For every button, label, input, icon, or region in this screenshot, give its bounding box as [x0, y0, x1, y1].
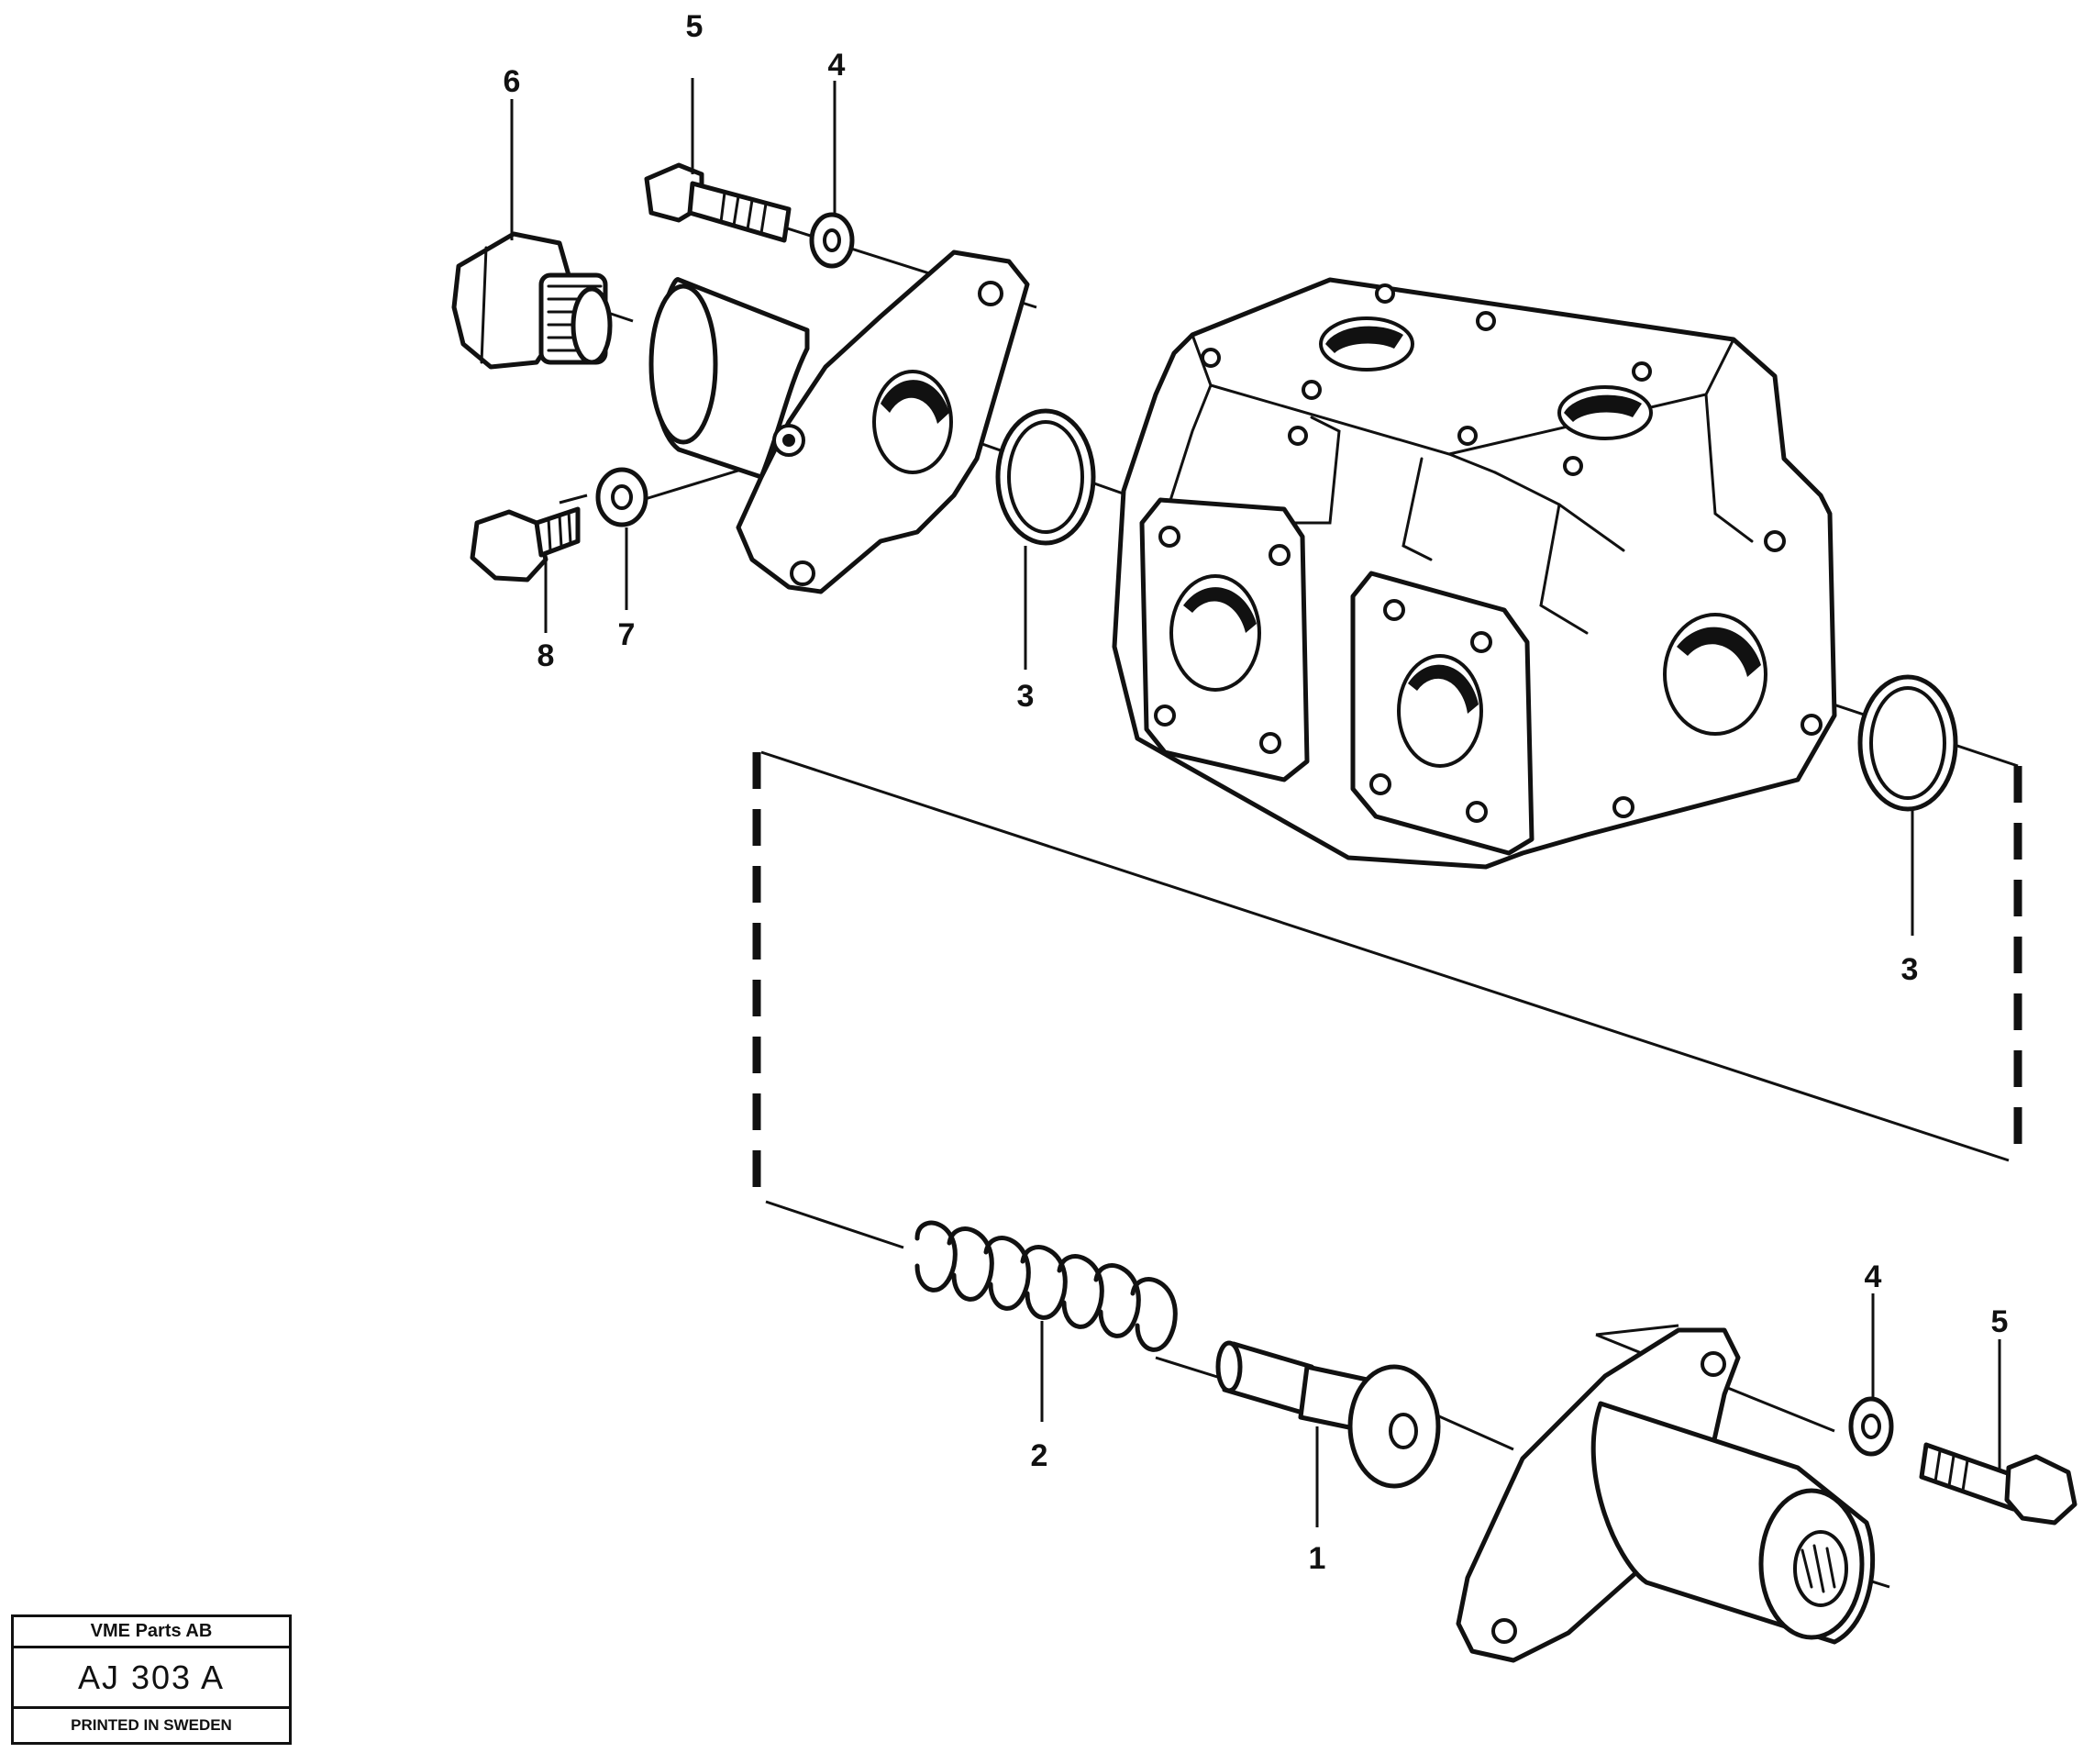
- plug-6: [451, 231, 613, 370]
- callout-4-lower: 4: [1865, 1259, 1882, 1294]
- dashed-assembly-outline: [752, 752, 2022, 1197]
- washer-7: [595, 467, 648, 527]
- piston-1: [1215, 1340, 1441, 1489]
- bolt-8: [470, 506, 581, 582]
- bolt-5-lower: [1919, 1442, 2077, 1525]
- callout-4-upper: 4: [828, 48, 846, 83]
- title-block: VME Parts AB AJ 303 A PRINTED IN SWEDEN: [11, 1614, 292, 1745]
- o-ring-3-upper: [995, 408, 1096, 546]
- drawing-code: AJ 303 A: [14, 1648, 289, 1709]
- callout-2: 2: [1031, 1438, 1048, 1473]
- washer-4-upper: [809, 212, 855, 269]
- lower-valve-cover: [1456, 1327, 1876, 1663]
- callout-6: 6: [504, 64, 521, 99]
- o-ring-3-right: [1857, 674, 1958, 812]
- washer-4-lower: [1848, 1396, 1894, 1457]
- callout-3-right: 3: [1901, 952, 1919, 987]
- print-note: PRINTED IN SWEDEN: [71, 1716, 232, 1734]
- callout-8: 8: [537, 638, 555, 673]
- callout-labels: 5 4 6 8 7 3 3 2 1 4 5: [504, 9, 2009, 1576]
- callout-3-upper: 3: [1017, 679, 1035, 714]
- spring-2: [914, 1220, 1178, 1352]
- bolt-5-upper: [644, 162, 792, 243]
- callout-7: 7: [618, 617, 636, 652]
- callout-5-lower: 5: [1991, 1304, 2009, 1339]
- callout-5-upper: 5: [686, 9, 704, 44]
- valve-housing: [1112, 277, 1837, 870]
- leader-lines: [510, 78, 2001, 1527]
- upper-valve-cover: [648, 250, 1030, 594]
- company-name: VME Parts AB: [14, 1617, 289, 1648]
- callout-1: 1: [1309, 1541, 1326, 1576]
